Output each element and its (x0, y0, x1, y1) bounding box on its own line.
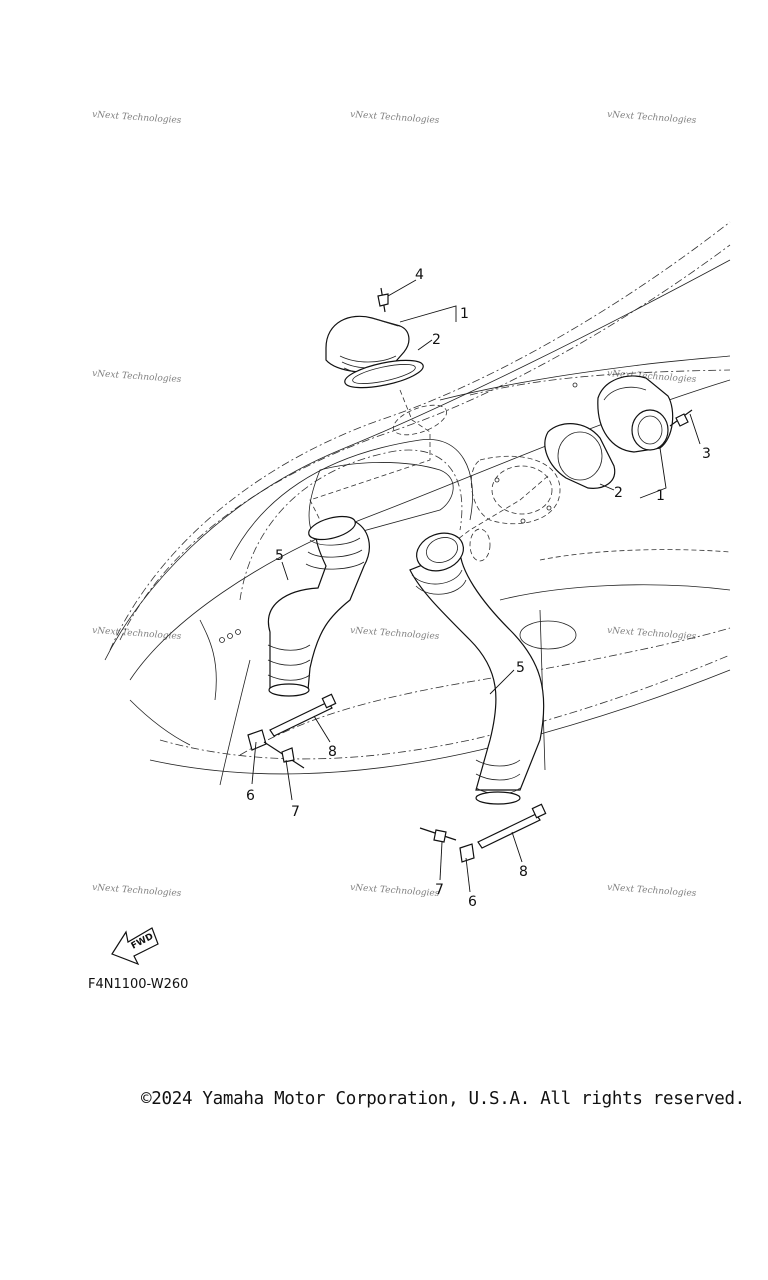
gasket-ring-top (344, 359, 424, 389)
callout-6-right: 6 (468, 894, 477, 910)
clip-right (419, 827, 475, 863)
cable-tie-left (269, 693, 337, 737)
callout-2-right: 2 (614, 485, 623, 501)
diagram-code: F4N1100-W260 (88, 977, 189, 992)
copyright-notice: ©2024 Yamaha Motor Corporation, U.S.A. A… (141, 1089, 745, 1109)
fwd-arrow-icon: FWD (111, 927, 159, 966)
callout-1-right: 1 (656, 488, 665, 504)
leader-lines (251, 279, 701, 893)
callout-4: 4 (415, 267, 424, 283)
callout-7-left: 7 (291, 804, 300, 820)
rivet-top (377, 287, 389, 313)
vent-hood-right (597, 375, 674, 453)
callout-8-left: 8 (328, 744, 337, 760)
callout-7-right: 7 (435, 882, 444, 898)
hull-outline (104, 221, 731, 786)
clip-left (247, 729, 305, 769)
rivet-right (669, 409, 693, 427)
callout-8-right: 8 (519, 864, 528, 880)
callout-5-right: 5 (516, 660, 525, 676)
cable-tie-right (477, 803, 547, 849)
hose-right (409, 532, 545, 805)
gasket-plate-right (544, 423, 616, 489)
callout-5-left: 5 (275, 548, 284, 564)
guide-line-right (449, 475, 549, 546)
hose-left (267, 515, 370, 697)
callout-3: 3 (702, 446, 711, 462)
callout-2-top: 2 (432, 332, 441, 348)
callout-1-top: 1 (460, 306, 469, 322)
callout-6-left: 6 (246, 788, 255, 804)
guide-line-top (309, 389, 431, 521)
